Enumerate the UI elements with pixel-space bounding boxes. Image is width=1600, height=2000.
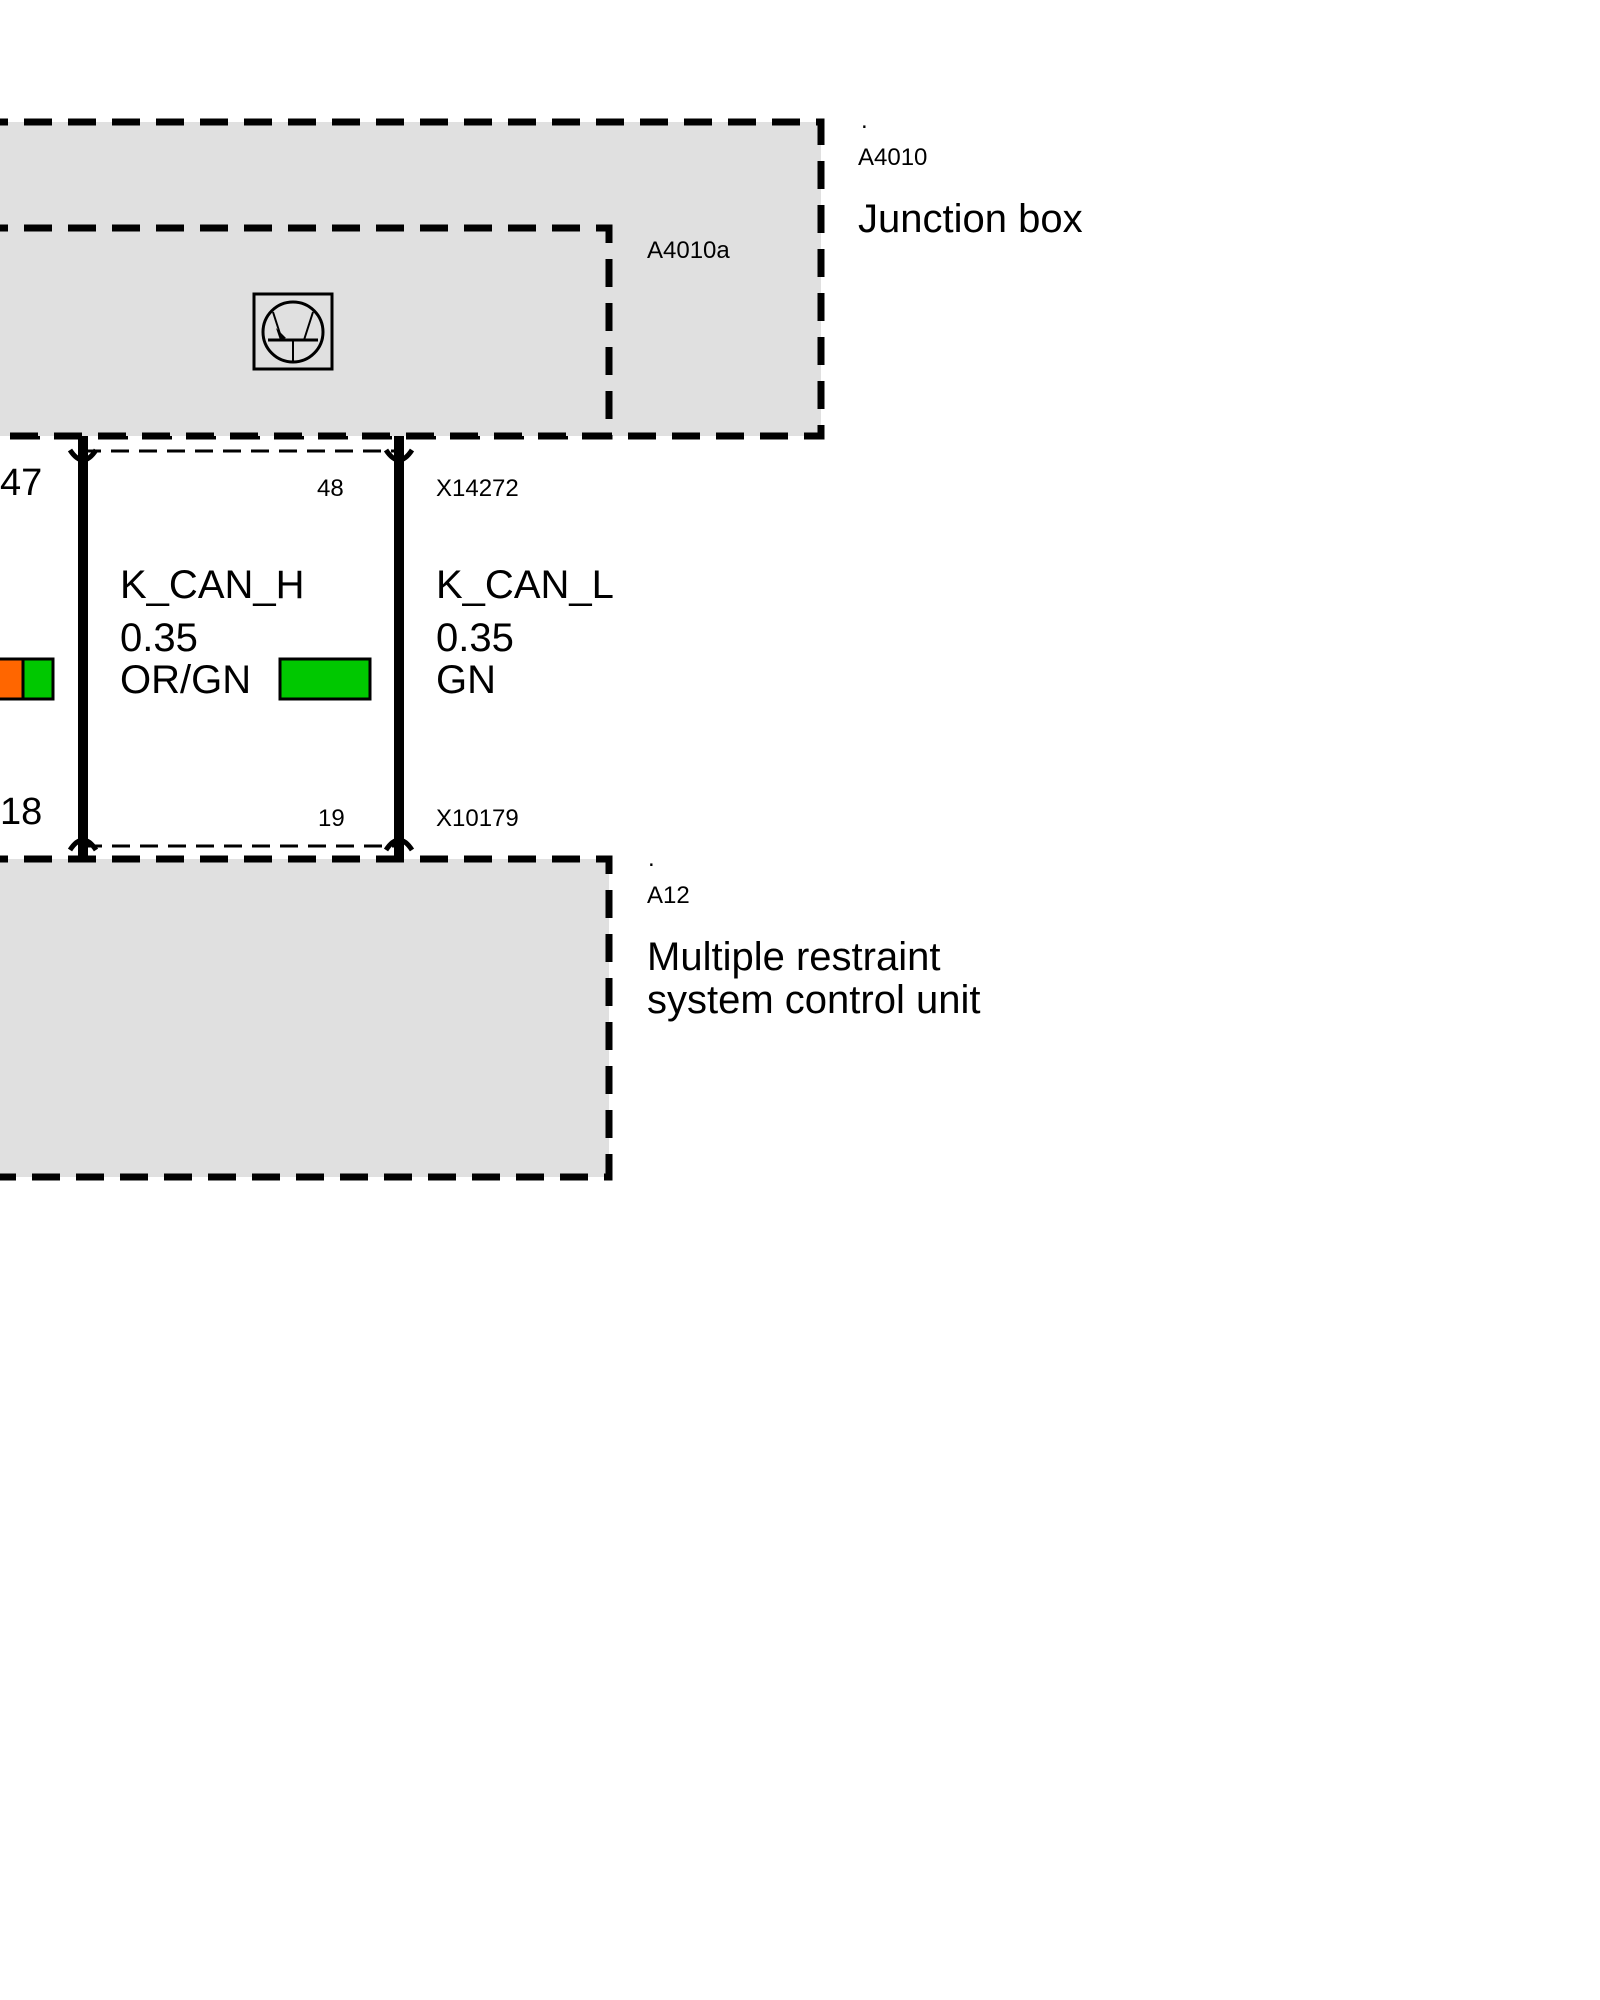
junction-box-dot: . xyxy=(861,107,868,134)
restraint-unit-code: A12 xyxy=(647,882,690,909)
connector-bottom-code: X10179 xyxy=(436,805,519,832)
restraint-unit-name-line1: Multiple restraint xyxy=(647,935,940,979)
wire-k-can-h xyxy=(67,436,99,859)
color-swatch-or-gn xyxy=(0,657,55,701)
junction-box-code: A4010 xyxy=(858,144,927,171)
wire-color-k-can-h: OR/GN xyxy=(120,658,251,702)
sub-module-code: A4010a xyxy=(647,237,730,264)
pin-top-left: 47 xyxy=(0,462,42,504)
color-swatch-gn xyxy=(278,657,372,701)
restraint-unit-name-line2: system control unit xyxy=(647,978,980,1022)
wire-signal-k-can-h: K_CAN_H xyxy=(120,563,305,607)
pin-bottom-right: 19 xyxy=(318,805,345,832)
wire-gauge-k-can-h: 0.35 xyxy=(120,616,198,660)
pin-top-right: 48 xyxy=(317,475,344,502)
connector-top-code: X14272 xyxy=(436,475,519,502)
restraint-unit-dot: . xyxy=(648,845,655,872)
wire-signal-k-can-l: K_CAN_L xyxy=(436,563,614,607)
wire-k-can-l xyxy=(383,436,415,859)
sub-module-outline xyxy=(0,224,613,440)
junction-box-name: Junction box xyxy=(858,197,1083,241)
pin-bottom-left: 18 xyxy=(0,791,42,833)
transistor-icon xyxy=(252,292,334,371)
restraint-unit-outline xyxy=(0,855,613,1181)
wire-gauge-k-can-l: 0.35 xyxy=(436,616,514,660)
wire-color-k-can-l: GN xyxy=(436,658,496,702)
